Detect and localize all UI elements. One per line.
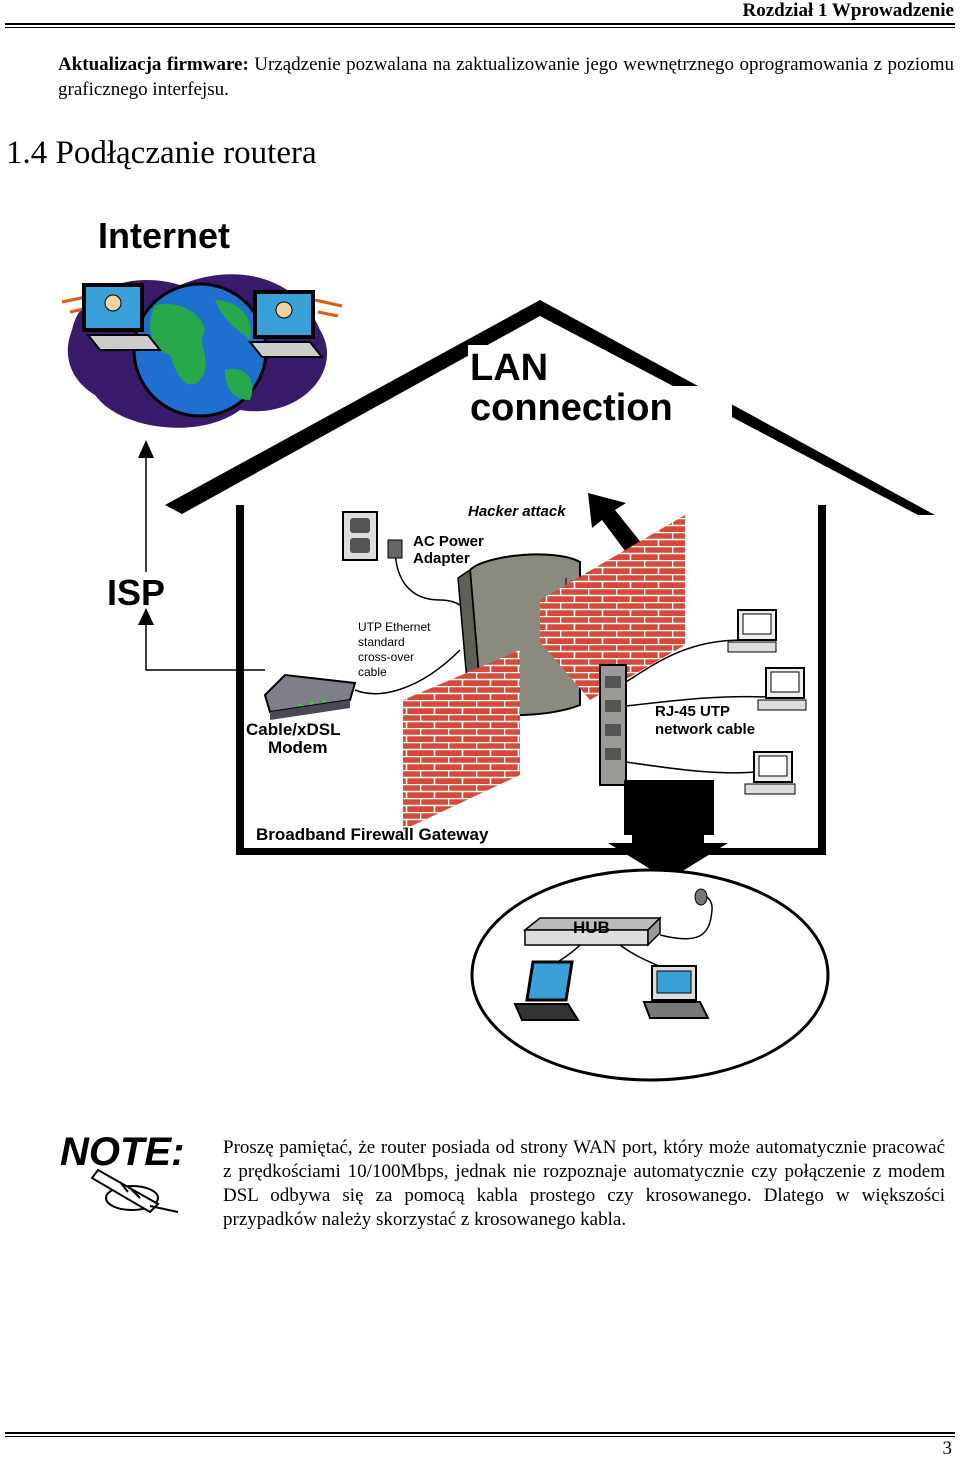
internet-label: Internet (98, 215, 230, 256)
lan-cable-2 (625, 695, 769, 707)
intro-term: Aktualizacja firmware: (58, 54, 249, 75)
hacker-attack-label: Hacker attack (468, 503, 566, 520)
modem-label-line2: Modem (268, 738, 328, 757)
rj45-label-line1: RJ-45 UTP (655, 703, 730, 720)
house-outline (165, 300, 935, 855)
firewall-wall-right (540, 515, 685, 700)
lan-pc-1-icon (727, 609, 777, 653)
internet-user-left-icon (61, 283, 163, 351)
modem-device-icon (263, 673, 357, 720)
utp-label-line4: cable (358, 665, 387, 679)
isp-label: ISP (107, 572, 165, 613)
modem-to-isp-line (145, 622, 265, 671)
internet-user-right-icon (247, 290, 343, 358)
footer-rule (5, 1432, 955, 1437)
ac-power-label-line2: Adapter (413, 550, 470, 567)
header-rule (5, 23, 955, 28)
arrow-down-icon (608, 780, 728, 880)
laptop-icon (513, 960, 580, 1021)
hub-network-circle (470, 868, 830, 1082)
intro-text: Urządzenie pozwalana na zaktualizowanie … (58, 54, 954, 100)
gateway-label: Broadband Firewall Gateway (256, 825, 489, 844)
mouse-icon (694, 888, 708, 906)
router-port-panel (599, 664, 627, 786)
utp-label-line3: cross-over (358, 650, 414, 664)
firewall-wall-left (403, 650, 520, 830)
hub-device-icon (522, 916, 662, 947)
power-outlet-icon (342, 511, 378, 561)
note-pencil-icon (90, 1168, 179, 1214)
hub-label: HUB (573, 918, 610, 937)
arrow-up-icon (138, 440, 154, 458)
ac-power-label-line1: AC Power (413, 533, 484, 550)
lan-label-line2: connection (470, 387, 673, 429)
lan-label-line1: LAN (470, 347, 548, 389)
lan-pc-2-icon (757, 667, 807, 711)
utp-label-line1: UTP Ethernet (358, 620, 431, 634)
rj45-label-line2: network cable (655, 721, 755, 738)
lan-cable-1 (625, 639, 743, 683)
power-adapter-icon (387, 539, 403, 559)
intro-paragraph: Aktualizacja firmware: Urządzenie pozwal… (58, 52, 954, 102)
utp-cable (354, 649, 461, 695)
section-title: 1.4 Podłączanie routera (6, 135, 317, 171)
note-text: Proszę pamiętać, że router posiada od st… (223, 1137, 945, 1230)
utp-label-line2: standard (358, 635, 405, 649)
note-label: NOTE: (60, 1130, 184, 1174)
lan-cable-3 (625, 761, 756, 774)
page-number: 3 (942, 1438, 953, 1459)
arrow-up-icon (138, 608, 154, 625)
hub-pc-icon (642, 965, 710, 1019)
arrow-deflect-icon (588, 493, 643, 555)
running-header: Rozdział 1 Wprowadzenie (742, 0, 954, 21)
lan-pc-3-icon (744, 751, 796, 795)
modem-label-line1: Cable/xDSL (246, 720, 340, 739)
